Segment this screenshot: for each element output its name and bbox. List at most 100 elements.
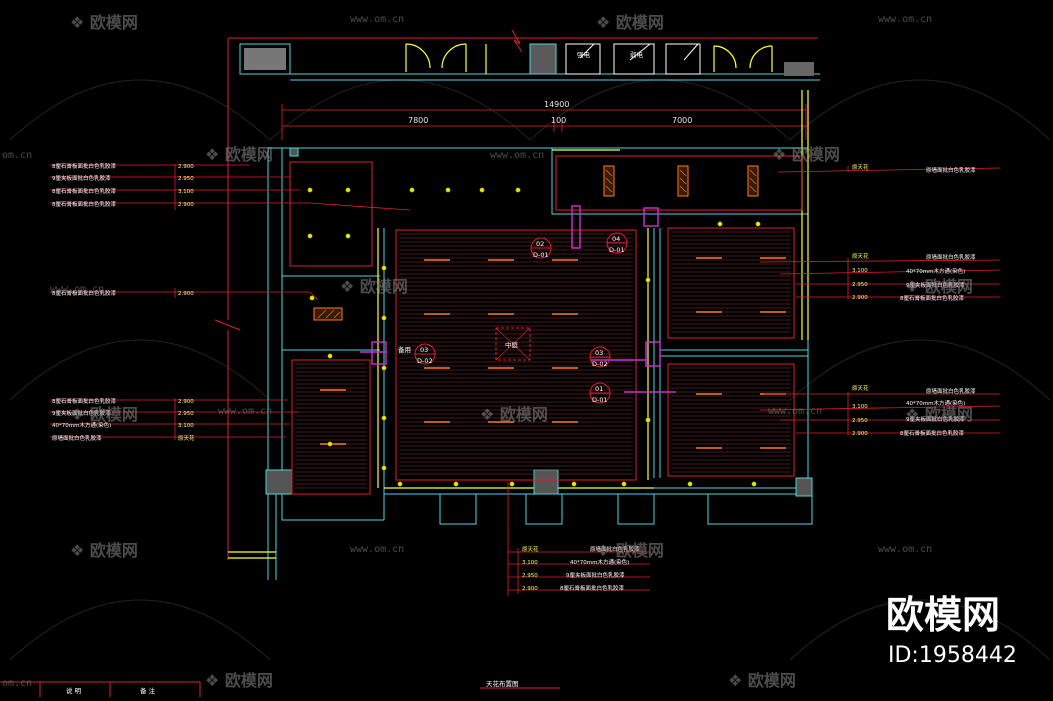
wall-accents <box>228 90 809 559</box>
callout-02: 04 D-01 <box>606 232 628 254</box>
watermark-url: www.om.cn <box>490 150 544 161</box>
svg-text:说 明: 说 明 <box>66 686 82 695</box>
watermark-url: www.om.cn <box>878 14 932 25</box>
right-annotations-low: 原天花 原墙面批白色乳胶漆 3.100 40*70mm木方通(染色) 2.950… <box>852 384 976 437</box>
svg-text:01: 01 <box>595 385 603 393</box>
watermark-url: www.om.cn <box>218 406 272 417</box>
downlight <box>381 465 387 471</box>
right-annotations-mid: 原天花 原墙面批白色乳胶漆 3.100 40*70mm木方通(染色) 2.950… <box>852 252 976 302</box>
downlight <box>571 481 577 487</box>
svg-text:3.100: 3.100 <box>178 423 194 429</box>
atrium-label: 中庭 <box>505 340 519 349</box>
downlight <box>327 353 333 359</box>
downlight <box>307 233 313 239</box>
room-label-weak-power: 弱电 <box>630 50 644 59</box>
downlight <box>479 187 485 193</box>
downlight <box>509 481 515 487</box>
svg-text:D-01: D-01 <box>533 251 549 259</box>
watermark-brand: ❖ 欧模网 <box>596 13 664 32</box>
dimension-center: 100 <box>551 116 566 125</box>
svg-text:8厘石膏板面批白色乳胶漆: 8厘石膏板面批白色乳胶漆 <box>900 294 965 302</box>
watermark-brand: ❖ 欧模网 <box>772 145 840 164</box>
watermark-brand: ❖ 欧模网 <box>70 13 138 32</box>
svg-text:2.950: 2.950 <box>522 573 538 579</box>
svg-text:3.100: 3.100 <box>178 189 194 195</box>
downlight <box>621 481 627 487</box>
left-annotation-mid: 8厘石膏板面批白色乳胶漆 2.900 <box>52 289 194 297</box>
watermark-brand: ❖ 欧模网 <box>905 277 973 296</box>
downlight <box>397 481 403 487</box>
atrium-symbol <box>495 327 531 361</box>
watermark-brand: ❖ 欧模网 <box>596 541 664 560</box>
downlight <box>381 365 387 371</box>
downlight <box>381 415 387 421</box>
svg-text:8厘石膏板面批白色乳胶漆: 8厘石膏板面批白色乳胶漆 <box>52 200 117 208</box>
fixture-hatching <box>317 169 757 319</box>
top-wall-strip <box>239 43 820 81</box>
svg-text:原墙面批白色乳胶漆: 原墙面批白色乳胶漆 <box>926 253 976 261</box>
watermark-brand-large: 欧模网 <box>886 593 1000 637</box>
svg-text:原墙面批白色乳胶漆: 原墙面批白色乳胶漆 <box>590 545 640 553</box>
downlight <box>445 187 451 193</box>
svg-text:8厘石膏板面批白色乳胶漆: 8厘石膏板面批白色乳胶漆 <box>900 429 965 437</box>
svg-text:8厘石膏板面批白色乳胶漆: 8厘石膏板面批白色乳胶漆 <box>560 584 625 592</box>
watermark-layer: ❖ 欧模网 ❖ 欧模网 ❖ 欧模网 ❖ 欧模网 ❖ 欧模网 ❖ 欧模网 ❖ 欧模网 ❖ 欧模网… <box>2 13 1017 690</box>
leader-lines <box>50 164 1001 596</box>
watermark-brand: ❖ 欧模网 <box>905 405 973 424</box>
svg-text:2.950: 2.950 <box>852 418 868 424</box>
downlight <box>381 265 387 271</box>
svg-text:40*70mm木方通(染色): 40*70mm木方通(染色) <box>906 267 965 275</box>
svg-text:原墙面批白色乳胶漆: 原墙面批白色乳胶漆 <box>926 166 976 174</box>
watermark-url-partial: om.cn <box>2 678 32 689</box>
drawing-title: 天花布置图 <box>486 679 519 688</box>
svg-text:40*70mm木方通(染色): 40*70mm木方通(染色) <box>570 558 629 566</box>
svg-text:9厘夹板面批白色乳胶漆: 9厘夹板面批白色乳胶漆 <box>566 571 625 579</box>
svg-text:D-02: D-02 <box>417 357 433 365</box>
svg-text:9厘夹板面批白色乳胶漆: 9厘夹板面批白色乳胶漆 <box>906 415 965 423</box>
svg-text:原天花: 原天花 <box>852 252 869 260</box>
svg-text:原墙面批白色乳胶漆: 原墙面批白色乳胶漆 <box>52 434 102 442</box>
left-annotations-bottom: 8厘石膏板面批白色乳胶漆 2.900 9厘夹板面批白色乳胶漆 2.950 40*… <box>52 397 195 442</box>
side-tag: 备用 <box>398 345 411 354</box>
svg-text:3.100: 3.100 <box>852 268 868 274</box>
downlight <box>453 481 459 487</box>
svg-text:8厘石膏板面批白色乳胶漆: 8厘石膏板面批白色乳胶漆 <box>52 187 117 195</box>
watermark-url: www.om.cn <box>350 544 404 555</box>
svg-text:03: 03 <box>420 346 428 354</box>
svg-text:原天花: 原天花 <box>852 163 869 171</box>
watermark-url: www.om.cn <box>768 406 822 417</box>
svg-text:2.950: 2.950 <box>178 411 194 417</box>
downlight <box>645 417 651 423</box>
callout-05: 01 D-01 <box>589 382 611 404</box>
svg-text:原墙面批白色乳胶漆: 原墙面批白色乳胶漆 <box>926 387 976 395</box>
title-block: 说 明 备 注 天花布置图 <box>0 679 560 697</box>
watermark-brand: ❖ 欧模网 <box>70 541 138 560</box>
callout-03: 03 D-02 <box>414 343 436 365</box>
svg-text:8厘石膏板面批白色乳胶漆: 8厘石膏板面批白色乳胶漆 <box>52 289 117 297</box>
downlight <box>515 187 521 193</box>
watermark-brand: ❖ 欧模网 <box>480 405 548 424</box>
svg-text:03: 03 <box>595 349 603 357</box>
svg-text:D-02: D-02 <box>592 360 608 368</box>
watermark-brand: ❖ 欧模网 <box>728 671 796 690</box>
watermark-brand: ❖ 欧模网 <box>340 277 408 296</box>
watermark-url: www.om.cn <box>50 284 104 295</box>
svg-text:2.900: 2.900 <box>852 431 868 437</box>
downlight <box>687 481 693 487</box>
watermark-brand: ❖ 欧模网 <box>205 145 273 164</box>
watermark-url: www.om.cn <box>350 14 404 25</box>
downlight <box>755 221 761 227</box>
downlight <box>345 233 351 239</box>
downlight <box>751 481 757 487</box>
svg-text:原天花: 原天花 <box>852 384 869 392</box>
svg-text:2.950: 2.950 <box>852 282 868 288</box>
watermark-url-partial: om.cn <box>2 150 32 161</box>
callout-01: 02 D-01 <box>530 237 552 259</box>
svg-text:8厘石膏板面批白色乳胶漆: 8厘石膏板面批白色乳胶漆 <box>52 162 117 170</box>
downlight <box>717 221 723 227</box>
svg-text:40*70mm木方通(染色): 40*70mm木方通(染色) <box>52 421 111 429</box>
watermark-url: www.om.cn <box>878 544 932 555</box>
downlight <box>327 441 333 447</box>
